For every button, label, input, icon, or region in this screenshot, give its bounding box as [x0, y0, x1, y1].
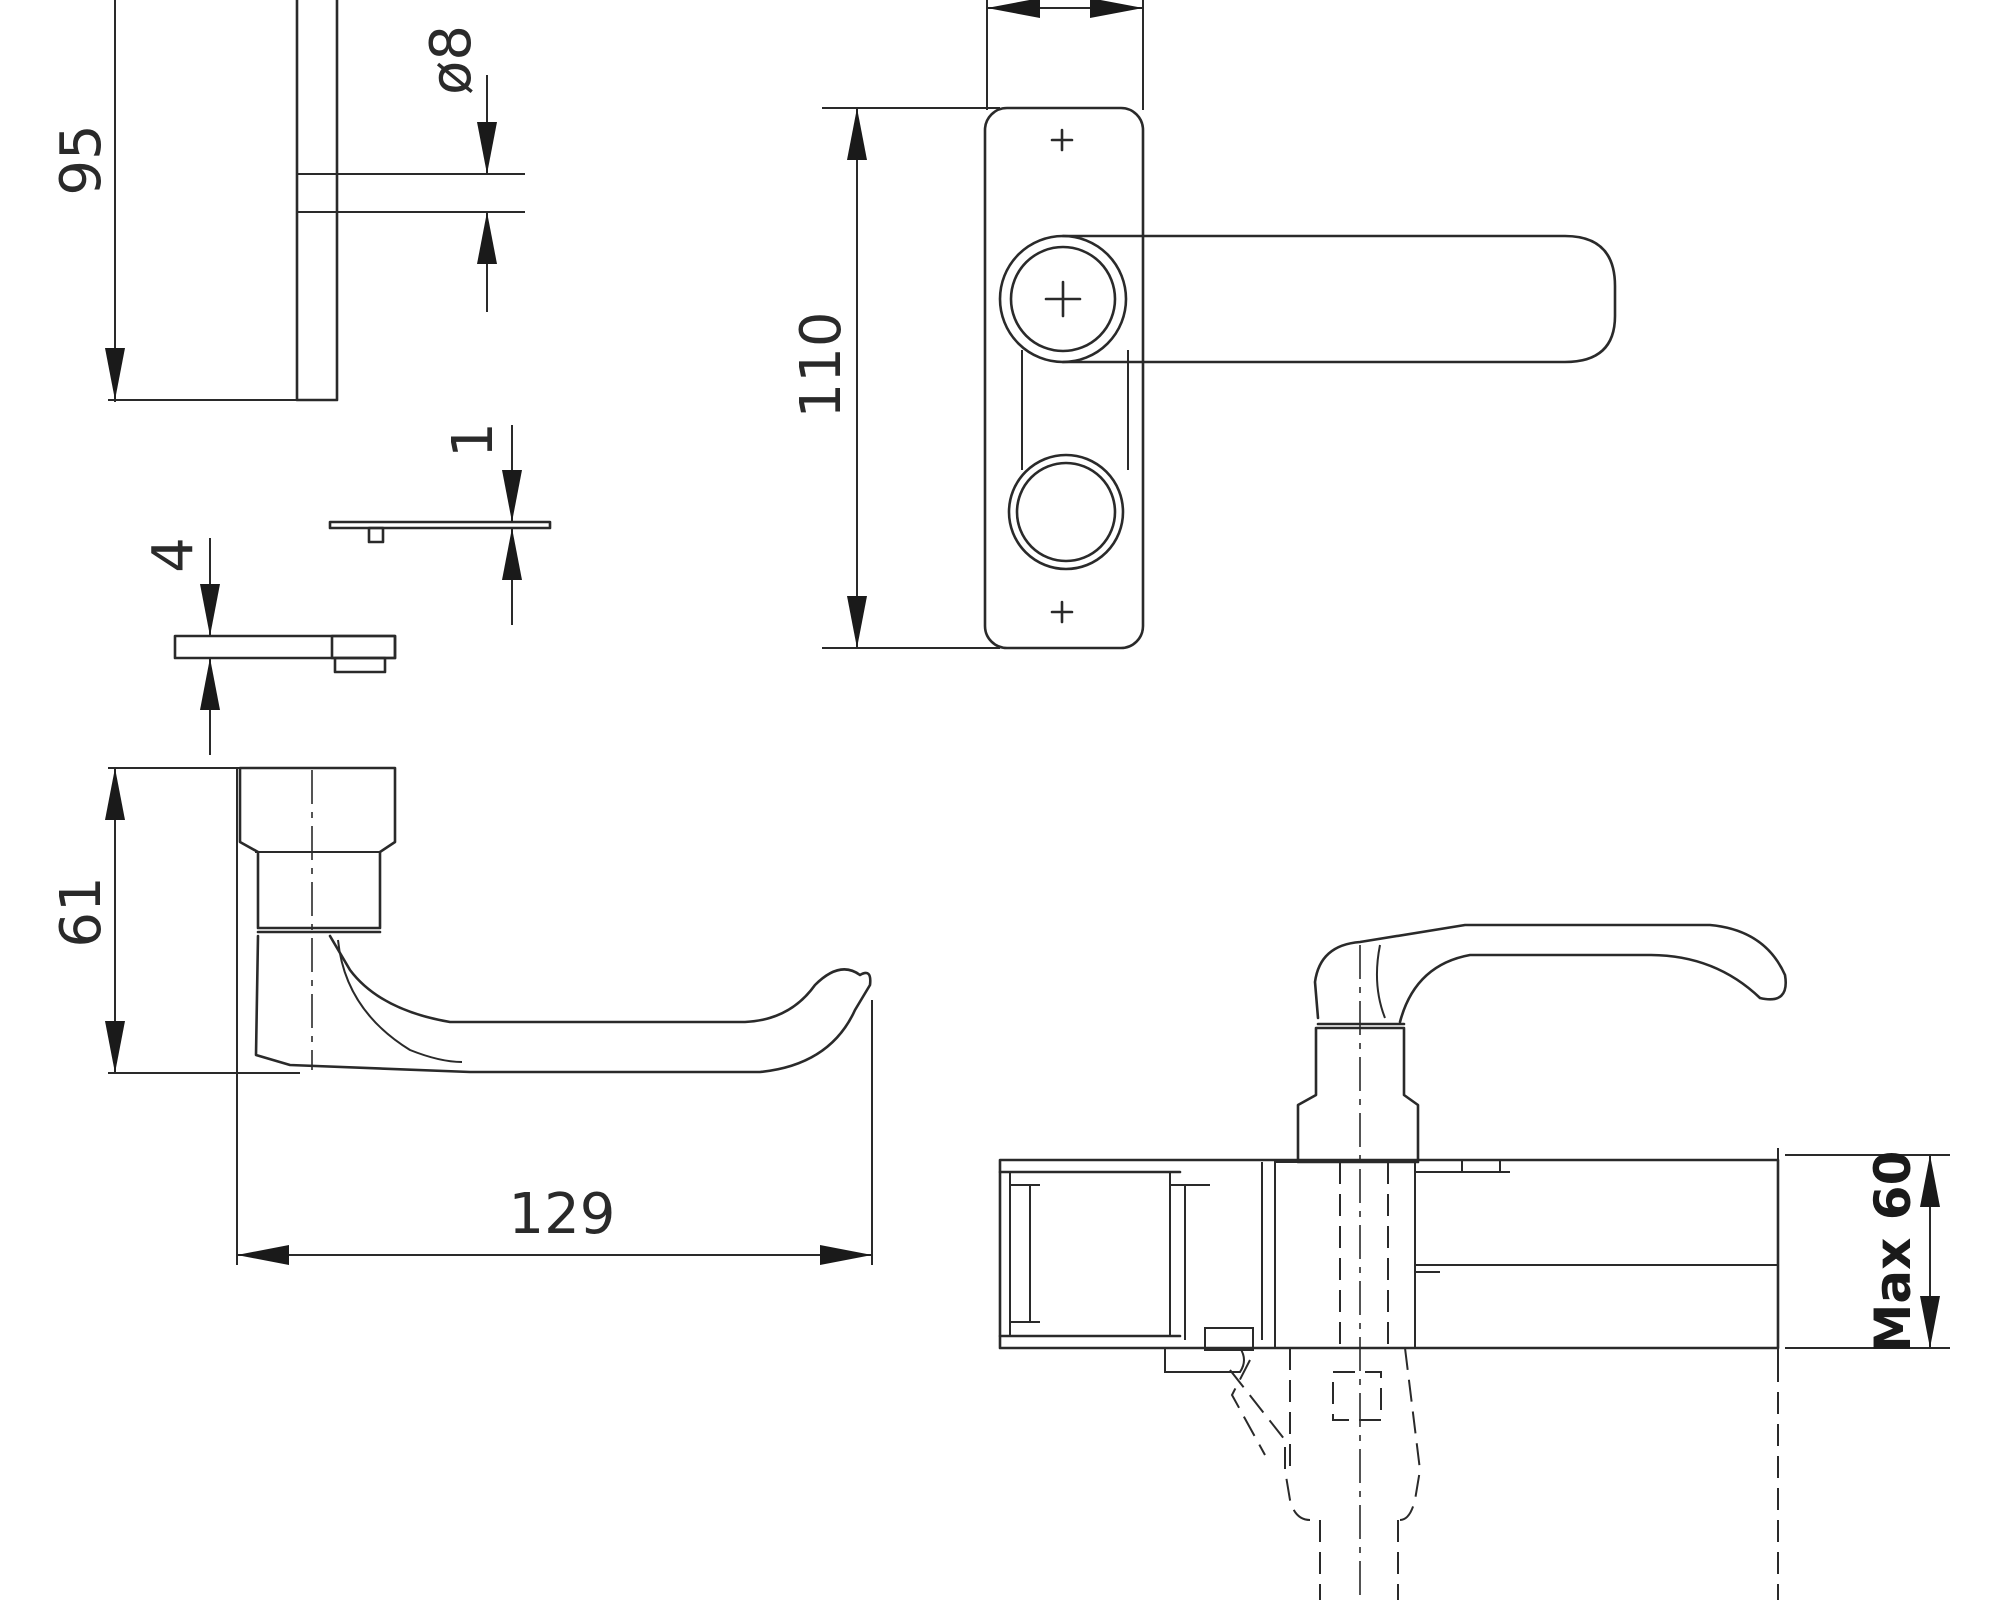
- dim-arrow: [502, 528, 522, 580]
- dim-label-4: 4: [141, 537, 206, 573]
- lever-front: [1061, 234, 1617, 364]
- dim-arrow: [237, 1245, 289, 1265]
- dim-arrow: [847, 108, 867, 160]
- gasket-detail: 1: [328, 422, 552, 625]
- dim-arrow: [987, 0, 1040, 18]
- dim-label-diameter-8: ø8: [419, 25, 484, 95]
- spacer-detail: 4: [141, 537, 397, 755]
- dim-arrow: [105, 768, 125, 820]
- dim-label-95: 95: [49, 124, 114, 195]
- dim-label-129: 129: [509, 1182, 616, 1247]
- installation-view: Max 60: [998, 923, 1950, 1600]
- lever-side-view: 61 129: [49, 766, 873, 1265]
- dim-arrow: [477, 122, 497, 174]
- rosette-front: [1007, 453, 1125, 571]
- dim-arrow: [200, 658, 220, 710]
- door-profile: [998, 1158, 1780, 1350]
- front-view-handle: 110: [789, 0, 1617, 650]
- dim-label-110: 110: [789, 312, 854, 419]
- dim-label-61: 61: [49, 876, 114, 947]
- dim-arrow: [1090, 0, 1143, 18]
- dim-arrow: [847, 596, 867, 648]
- dim-arrow: [105, 348, 125, 400]
- dim-arrow: [502, 470, 522, 522]
- dim-arrow: [820, 1245, 872, 1265]
- dim-label-max-60: Max 60: [1864, 1151, 1922, 1354]
- dim-label-1: 1: [441, 422, 506, 458]
- dim-arrow: [1920, 1296, 1940, 1348]
- dim-arrow: [1920, 1155, 1940, 1207]
- backplate-front: [983, 106, 1145, 650]
- dim-arrow: [477, 212, 497, 264]
- dim-arrow: [105, 1021, 125, 1073]
- dim-arrow: [200, 584, 220, 636]
- side-view-backplate: 95 ø8: [49, 0, 525, 402]
